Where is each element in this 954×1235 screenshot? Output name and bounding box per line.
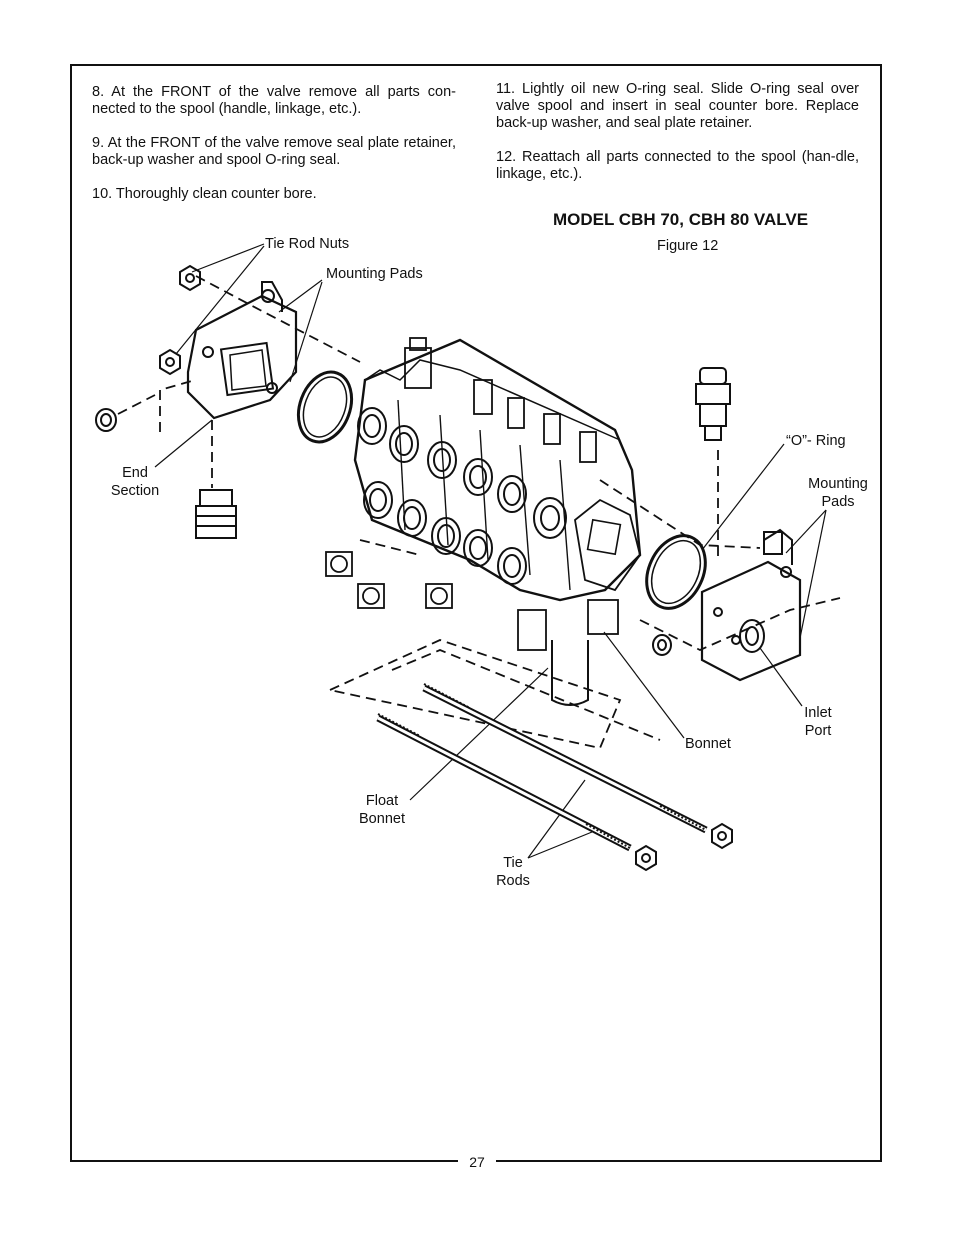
- label-inlet-port-line1: Inlet: [804, 705, 832, 721]
- label-inlet-port: Inlet Port: [796, 705, 840, 740]
- label-mounting-pads-right: Mounting Pads: [802, 476, 874, 511]
- page-number: 27: [458, 1152, 496, 1172]
- label-inlet-port-line2: Port: [804, 722, 832, 739]
- label-float-bonnet-line2: Bonnet: [359, 810, 405, 827]
- label-end-section: End Section: [104, 465, 166, 500]
- instructions-left: 8. At the FRONT of the valve remove all …: [92, 84, 456, 220]
- label-o-ring: “O”- Ring: [786, 433, 846, 449]
- label-tie-rods: Tie Rods: [490, 855, 536, 890]
- label-end-section-line2: Section: [110, 482, 160, 499]
- instructions-right: 11. Lightly oil new O-ring seal. Slide O…: [496, 81, 859, 200]
- label-tie-rod-nuts: Tie Rod Nuts: [265, 236, 350, 252]
- label-mounting-pads-left: Mounting Pads: [326, 266, 423, 282]
- label-float-bonnet-line1: Float: [365, 793, 399, 809]
- label-mounting-pads-right-line1: Mounting: [808, 476, 868, 492]
- step-12: 12. Reattach all parts connected to the …: [496, 149, 859, 182]
- step-10: 10. Thoroughly clean counter bore.: [92, 186, 317, 202]
- label-tie-rods-line1: Tie: [503, 855, 523, 871]
- step-9: 9. At the FRONT of the valve remove seal…: [92, 135, 456, 168]
- figure-title: MODEL CBH 70, CBH 80 VALVE: [553, 210, 809, 229]
- figure-number: Figure 12: [657, 238, 719, 254]
- step-11: 11. Lightly oil new O-ring seal. Slide O…: [496, 81, 859, 131]
- label-float-bonnet: Float Bonnet: [352, 793, 412, 828]
- step-8: 8. At the FRONT of the valve remove all …: [92, 84, 456, 117]
- label-mounting-pads-right-line2: Pads: [821, 493, 855, 510]
- label-tie-rods-line2: Rods: [496, 872, 530, 889]
- label-bonnet: Bonnet: [685, 736, 731, 752]
- label-end-section-line1: End: [122, 465, 148, 481]
